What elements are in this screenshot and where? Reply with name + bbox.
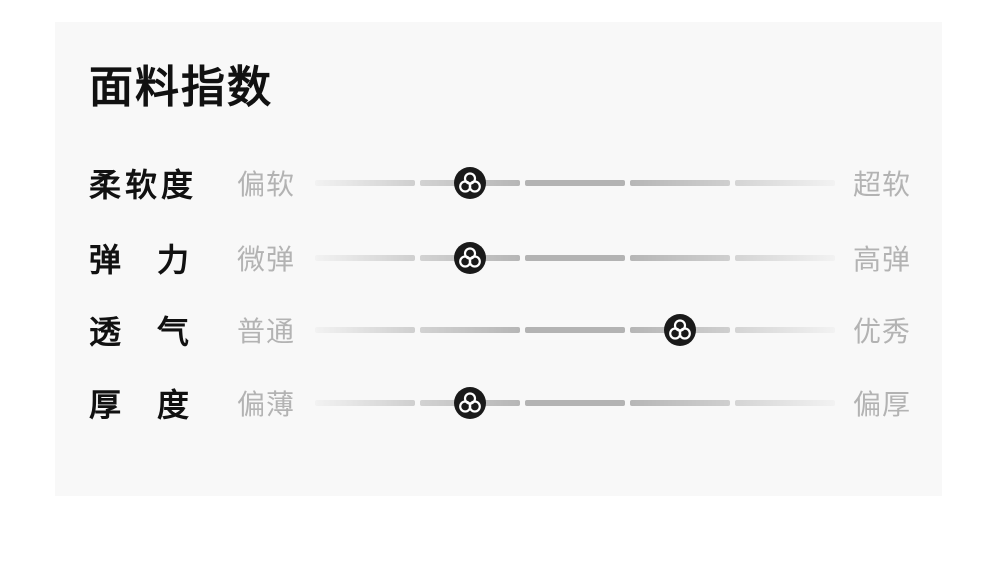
row-label-char: 弹 xyxy=(89,241,122,279)
row-label-breathability: 透 气 xyxy=(89,310,189,351)
card-title: 面料指数 xyxy=(89,62,273,113)
slider-segment xyxy=(525,180,625,186)
slider-segment xyxy=(525,255,625,261)
index-row-breathability: 透 气 普通 优秀 xyxy=(55,310,942,351)
scale-max-label: 偏厚 xyxy=(853,388,912,421)
slider-segment xyxy=(525,327,625,333)
scale-max-label: 超软 xyxy=(853,168,912,201)
row-label-char: 气 xyxy=(156,313,189,351)
slider-segment xyxy=(315,400,415,406)
index-slider[interactable] xyxy=(315,167,835,199)
index-row-elasticity: 弹 力 微弹 高弹 xyxy=(55,238,942,279)
slider-segment xyxy=(525,400,625,406)
row-label-char: 度 xyxy=(160,166,193,204)
row-label-char: 透 xyxy=(89,313,122,351)
slider-segment xyxy=(630,180,730,186)
index-row-softness: 柔 软 度 偏软 超软 xyxy=(55,163,942,204)
row-label-char: 厚 xyxy=(89,386,122,424)
slider-segment xyxy=(420,327,520,333)
slider-segment xyxy=(735,180,835,186)
slider-segment xyxy=(735,400,835,406)
row-label-thickness: 厚 度 xyxy=(89,383,189,424)
index-slider[interactable] xyxy=(315,387,835,419)
trefoil-knob-icon[interactable] xyxy=(454,242,486,274)
trefoil-knob-icon[interactable] xyxy=(454,387,486,419)
slider-segment xyxy=(315,180,415,186)
slider-segment xyxy=(735,327,835,333)
index-slider[interactable] xyxy=(315,242,835,274)
slider-segment xyxy=(630,400,730,406)
slider-segment xyxy=(315,327,415,333)
scale-min-label: 偏薄 xyxy=(237,388,296,421)
row-label-char: 力 xyxy=(156,241,189,279)
row-label-char: 软 xyxy=(124,166,157,204)
scale-min-label: 偏软 xyxy=(237,168,296,201)
scale-min-label: 微弹 xyxy=(237,243,296,276)
index-slider[interactable] xyxy=(315,314,835,346)
slider-segment xyxy=(630,255,730,261)
scale-max-label: 优秀 xyxy=(853,315,912,348)
index-row-thickness: 厚 度 偏薄 偏厚 xyxy=(55,383,942,424)
scale-min-label: 普通 xyxy=(237,315,296,348)
scale-max-label: 高弹 xyxy=(853,243,912,276)
slider-segment xyxy=(315,255,415,261)
row-label-softness: 柔 软 度 xyxy=(89,163,193,204)
trefoil-knob-icon[interactable] xyxy=(454,167,486,199)
slider-segment xyxy=(735,255,835,261)
fabric-index-card: 面料指数 柔 软 度 偏软 超软 弹 力 微弹 xyxy=(55,22,942,496)
trefoil-knob-icon[interactable] xyxy=(664,314,696,346)
row-label-char: 柔 xyxy=(89,166,122,204)
row-label-char: 度 xyxy=(156,386,189,424)
row-label-elasticity: 弹 力 xyxy=(89,238,189,279)
